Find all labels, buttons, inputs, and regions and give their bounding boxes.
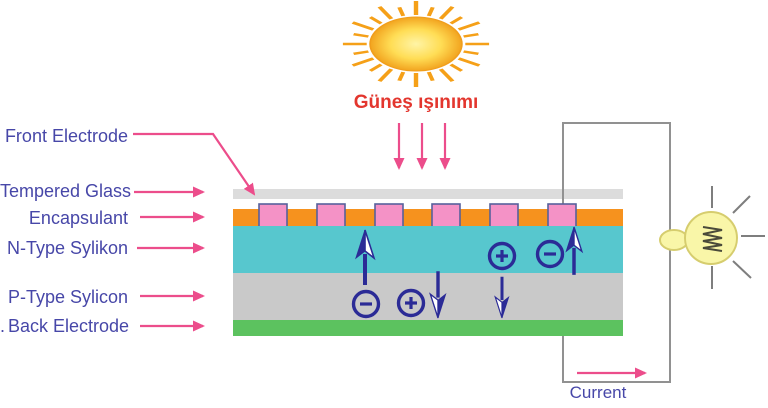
front-electrode-label: Front Electrode (4, 126, 128, 146)
label-arrows (133, 132, 647, 379)
front-electrode-squares (258, 203, 577, 228)
n-type-label: N-Type Sylikon (6, 238, 128, 258)
tempered-glass-layer (233, 189, 623, 199)
solar-radiation-label: Güneş ışınımı (353, 92, 479, 113)
back-electrode-layer (233, 320, 623, 336)
front-electrode-square (431, 203, 461, 228)
bulb-globe (684, 211, 738, 265)
stray-mark: . (0, 316, 6, 336)
sun-icon (343, 1, 489, 87)
radiation-arrows (393, 123, 451, 170)
front-electrode-square (258, 203, 288, 228)
tempered-glass-label: Tempered Glass (0, 181, 132, 201)
bulb-rays (711, 186, 765, 289)
current-label: Current (569, 383, 627, 402)
bulb-filament-icon (702, 226, 723, 252)
back-electrode-label: Back Electrode (8, 316, 130, 336)
n-type-layer (233, 226, 623, 273)
front-electrode-square (374, 203, 404, 228)
front-electrode-square (547, 203, 577, 228)
light-bulb-icon (659, 186, 765, 289)
bulb-base (659, 229, 689, 251)
encapsulant-label: Encapsulant (28, 208, 128, 228)
p-type-label: P-Type Sylicon (7, 287, 128, 307)
front-electrode-square (489, 203, 519, 228)
sun-core (369, 16, 463, 72)
front-electrode-leader (133, 132, 256, 196)
p-type-layer (233, 273, 623, 320)
front-electrode-square (316, 203, 346, 228)
